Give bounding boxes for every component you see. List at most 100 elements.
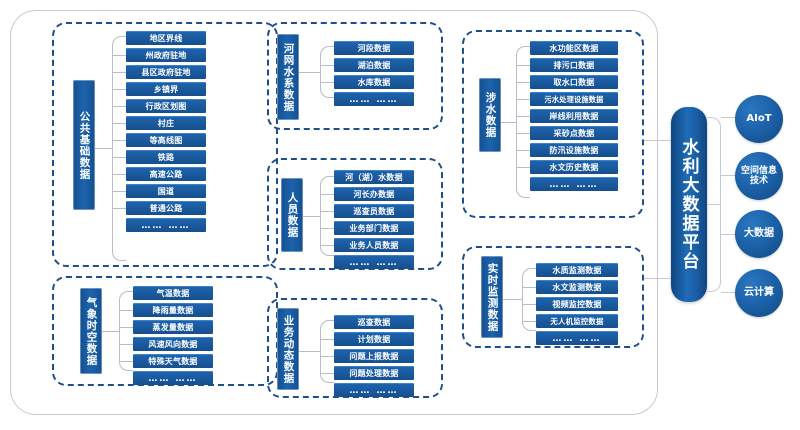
item-box[interactable]: 等高线图 <box>126 133 206 147</box>
connector-tick <box>112 191 126 192</box>
connector-tick <box>112 208 126 209</box>
item-box-ellipsis[interactable]: …… …… <box>536 331 618 345</box>
item-box[interactable]: 水文监测数据 <box>536 280 618 294</box>
item-box[interactable]: 湖泊数据 <box>334 58 414 72</box>
platform-connector-top <box>644 140 671 141</box>
item-box[interactable]: 乡镇界 <box>126 82 206 96</box>
item-box[interactable]: 蒸发量数据 <box>133 320 213 334</box>
item-box[interactable]: 地区界线 <box>126 31 206 45</box>
connector-tick <box>516 116 530 117</box>
connector-bracket-business-dynamic <box>320 320 334 383</box>
tech-label: 空间信息技术 <box>740 165 777 186</box>
item-box[interactable]: 业务部门数据 <box>334 221 414 235</box>
connector-tick <box>516 99 530 100</box>
connector-bracket-realtime-monitoring <box>522 268 536 331</box>
item-box[interactable]: 水质监测数据 <box>536 263 618 277</box>
connector-tick <box>516 133 530 134</box>
connector-tick <box>119 327 133 328</box>
item-box[interactable]: 排污口数据 <box>530 58 618 72</box>
tech-circle-cloud-computing[interactable]: 云计算 <box>735 269 783 317</box>
tech-label: AIoT <box>746 113 772 125</box>
group-title-personnel: 人员数据 <box>281 178 303 252</box>
item-box[interactable]: 问题处理数据 <box>334 366 414 380</box>
item-box[interactable]: 河（湖）水数据 <box>334 170 414 184</box>
connector-bracket-meteorological <box>119 291 133 371</box>
connector-tick <box>320 373 334 374</box>
item-box[interactable]: 岸线利用数据 <box>530 109 618 123</box>
item-box[interactable]: 水功能区数据 <box>530 41 618 55</box>
group-title-water-related: 涉水数据 <box>479 78 501 152</box>
connector-stem-realtime-monitoring <box>503 299 522 300</box>
connector-tick <box>112 55 126 56</box>
item-box[interactable]: 高速公路 <box>126 167 206 181</box>
item-box[interactable]: 河长办数据 <box>334 187 414 201</box>
tech-circle-spatial-information-technology[interactable]: 空间信息技术 <box>735 152 783 200</box>
group-title-realtime-monitoring: 实时监测数据 <box>481 256 503 338</box>
connector-tick <box>112 174 126 175</box>
item-box-ellipsis[interactable]: …… …… <box>334 92 414 106</box>
item-box[interactable]: 防汛设施数据 <box>530 143 618 157</box>
connector-tick <box>119 344 133 345</box>
item-box[interactable]: 巡查数据 <box>334 315 414 329</box>
item-box[interactable]: 水文历史数据 <box>530 160 618 174</box>
item-box[interactable]: 县区政府驻地 <box>126 65 206 79</box>
connector-stem-personnel <box>303 216 320 217</box>
outer-frame <box>10 10 658 415</box>
group-river-network-water-system-data <box>267 22 443 130</box>
connector-tick <box>119 361 133 362</box>
item-box-ellipsis[interactable]: …… …… <box>126 218 206 232</box>
connector-stem-public-basic-data <box>95 148 112 149</box>
tech-circle-big-data[interactable]: 大数据 <box>735 210 783 258</box>
group-title-river-network: 河网水系数据 <box>277 34 299 120</box>
connector-tick <box>516 167 530 168</box>
item-box[interactable]: 村庄 <box>126 116 206 130</box>
connector-stem-river-network <box>299 72 320 73</box>
connector-tick <box>516 65 530 66</box>
group-business-dynamic-data <box>267 298 443 398</box>
item-box[interactable]: 计划数据 <box>334 332 414 346</box>
connector-tick <box>320 356 334 357</box>
connector-stem-meteorological <box>102 331 119 332</box>
platform-connector-bottom <box>644 278 671 279</box>
item-box[interactable]: 风速风向数据 <box>133 337 213 351</box>
item-box[interactable]: 视频监控数据 <box>536 297 618 311</box>
item-box[interactable]: 污水处理设施数据 <box>530 92 618 106</box>
tech-label: 云计算 <box>744 287 774 299</box>
item-box[interactable]: 水库数据 <box>334 75 414 89</box>
item-box[interactable]: 铁路 <box>126 150 206 164</box>
tech-circle-aiot[interactable]: AIoT <box>735 95 783 143</box>
group-realtime-monitoring-data <box>462 246 644 348</box>
item-box[interactable]: 气温数据 <box>133 286 213 300</box>
connector-tick <box>522 287 536 288</box>
item-box[interactable]: 国道 <box>126 184 206 198</box>
connector-tick <box>522 321 536 322</box>
group-title-public-basic-data: 公共基础数据 <box>73 80 95 210</box>
item-box-ellipsis[interactable]: …… …… <box>133 371 213 385</box>
item-box[interactable]: 取水口数据 <box>530 75 618 89</box>
item-box[interactable]: 巡查员数据 <box>334 204 414 218</box>
item-box[interactable]: 问题上报数据 <box>334 349 414 363</box>
item-box[interactable]: 普通公路 <box>126 201 206 215</box>
tech-connector-tick <box>721 175 735 176</box>
item-box[interactable]: 降雨量数据 <box>133 303 213 317</box>
item-box-ellipsis[interactable]: …… …… <box>334 255 414 269</box>
item-box[interactable]: 业务人员数据 <box>334 238 414 252</box>
connector-tick <box>320 339 334 340</box>
tech-connector-tick <box>721 292 735 293</box>
tech-connector-tick <box>721 117 735 118</box>
connector-tick <box>320 228 334 229</box>
tech-connector-tick <box>721 234 735 235</box>
group-water-related-data <box>462 30 644 218</box>
item-box[interactable]: 河段数据 <box>334 41 414 55</box>
platform-node[interactable]: 水利大数据平台 <box>671 107 707 302</box>
item-box[interactable]: 特殊天气数据 <box>133 354 213 368</box>
item-box[interactable]: 采砂点数据 <box>530 126 618 140</box>
item-box[interactable]: 州政府驻地 <box>126 48 206 62</box>
item-box[interactable]: 无人机监控数据 <box>536 314 618 328</box>
item-box-ellipsis[interactable]: …… …… <box>334 383 414 397</box>
connector-tick <box>112 106 126 107</box>
item-box[interactable]: 行政区划图 <box>126 99 206 113</box>
connector-stem-water-related <box>501 122 516 123</box>
item-box-ellipsis[interactable]: …… …… <box>530 177 618 191</box>
